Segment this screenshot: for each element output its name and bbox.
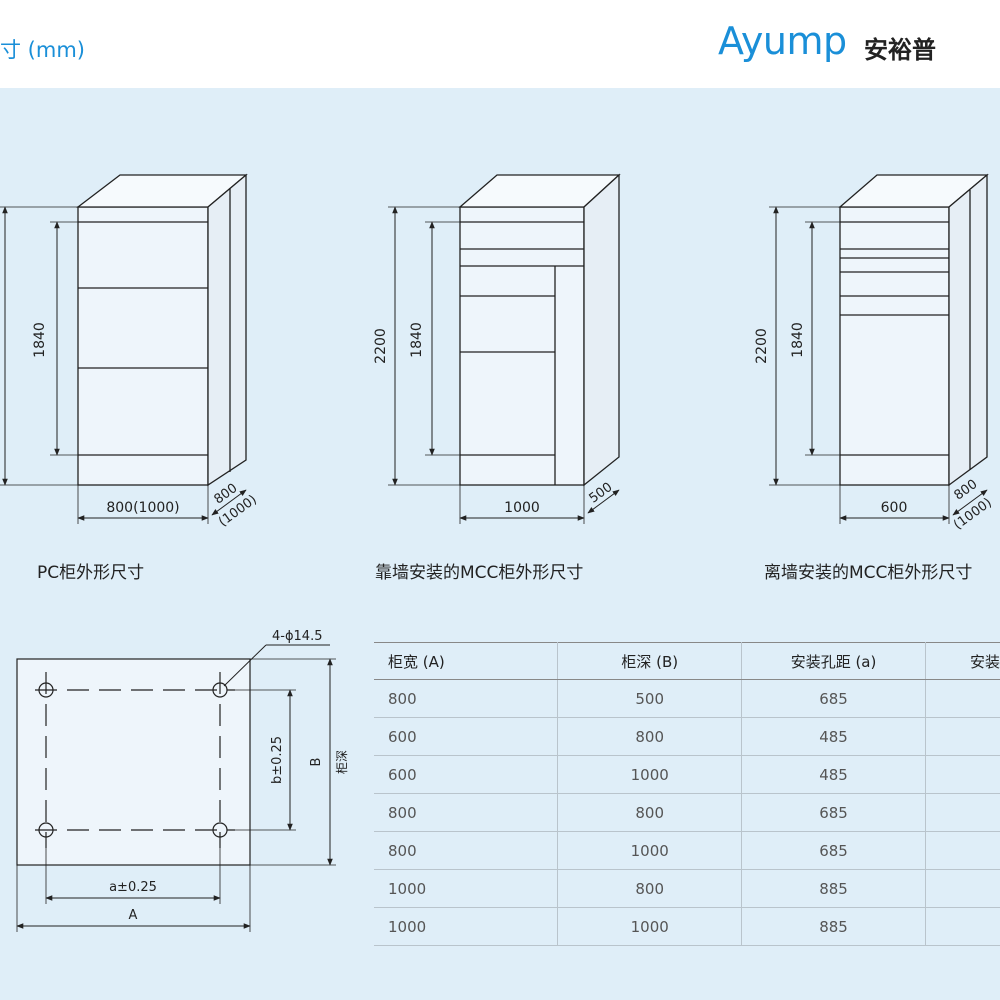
cell-depth: 1000	[557, 907, 743, 946]
mcc-wall-width-label: 1000	[504, 500, 540, 516]
mcc-wall-height-total-label: 2200	[373, 328, 389, 364]
B-dimension-label: B	[309, 758, 324, 767]
mcc-free-caption: 离墙安装的MCC柜外形尺寸	[764, 563, 973, 583]
cell-width: 1000	[374, 869, 559, 908]
hole-spec-label: 4-ϕ14.5	[272, 629, 322, 644]
cell-width: 800	[374, 679, 559, 718]
depth-note-label: 柜深	[335, 750, 349, 774]
pc-height-total-label: 2200	[0, 328, 2, 364]
cell-hole-a: 685	[741, 679, 926, 718]
cell-hole-a: 885	[741, 869, 926, 908]
cell-hole-b	[925, 869, 1000, 908]
cell-hole-b	[925, 907, 1000, 946]
mcc-wall-caption: 靠墙安装的MCC柜外形尺寸	[375, 563, 584, 583]
brand-logo: Ayump	[718, 19, 847, 63]
header-hole-distance-a: 安装孔距 (a)	[741, 642, 926, 680]
base-plan-drawing	[16, 644, 336, 932]
cell-hole-b	[925, 717, 1000, 756]
mcc-free-width-label: 600	[881, 500, 908, 516]
cell-hole-a: 485	[741, 755, 926, 794]
cell-depth: 1000	[557, 755, 743, 794]
mcc-wall-cabinet-drawing	[388, 173, 621, 524]
mcc-free-depth-label: 800	[951, 477, 980, 504]
header-cabinet-width: 柜宽 (A)	[374, 642, 559, 680]
page-title: 寸 (mm)	[0, 38, 85, 62]
page-header: 寸 (mm) Ayump 安裕普	[0, 0, 1000, 88]
pc-cabinet-drawing	[0, 173, 248, 524]
cell-depth: 800	[557, 793, 743, 832]
header-cabinet-depth: 柜深 (B)	[557, 642, 743, 680]
pc-width-label: 800(1000)	[106, 500, 179, 516]
mcc-wall-depth-label: 500	[586, 480, 615, 507]
mcc-free-height-total-label: 2200	[754, 328, 770, 364]
pc-height-inner-label: 1840	[32, 322, 48, 358]
cell-depth: 500	[557, 679, 743, 718]
cell-width: 1000	[374, 907, 559, 946]
cell-hole-b	[925, 831, 1000, 870]
cell-width: 600	[374, 755, 559, 794]
cell-hole-a: 885	[741, 907, 926, 946]
brand-logo-chinese: 安裕普	[864, 36, 936, 64]
cell-width: 800	[374, 793, 559, 832]
mcc-wall-height-inner-label: 1840	[409, 322, 425, 358]
pc-caption: PC柜外形尺寸	[37, 563, 145, 583]
cell-width: 600	[374, 717, 559, 756]
cell-depth: 800	[557, 717, 743, 756]
mcc-free-cabinet-drawing	[769, 173, 989, 524]
cell-hole-b	[925, 679, 1000, 718]
mcc-free-height-inner-label: 1840	[790, 322, 806, 358]
cell-hole-a: 685	[741, 793, 926, 832]
A-dimension-label: A	[129, 908, 138, 923]
table-header-row: 柜宽 (A) 柜深 (B) 安装孔距 (a) 安装	[374, 642, 1000, 680]
cell-hole-a: 485	[741, 717, 926, 756]
cell-width: 800	[374, 831, 559, 870]
cell-depth: 800	[557, 869, 743, 908]
cell-hole-b	[925, 793, 1000, 832]
cell-depth: 1000	[557, 831, 743, 870]
a-dimension-label: a±0.25	[109, 880, 157, 895]
header-hole-distance-b: 安装	[925, 642, 1000, 680]
b-dimension-label: b±0.25	[270, 736, 285, 784]
cell-hole-b	[925, 755, 1000, 794]
cell-hole-a: 685	[741, 831, 926, 870]
